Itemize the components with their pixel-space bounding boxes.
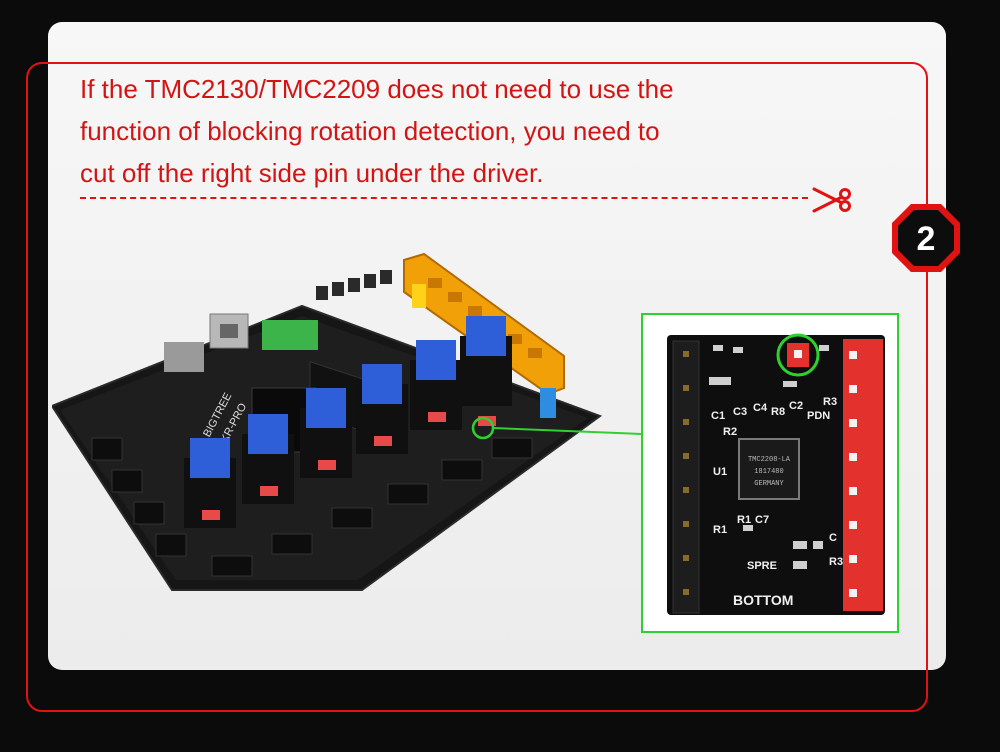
left-pin-header	[672, 340, 700, 614]
sd-slot	[164, 342, 204, 372]
red-frame	[26, 62, 928, 712]
step-number: 2	[917, 220, 936, 258]
instruction-text: If the TMC2130/TMC2209 does not need to …	[80, 68, 800, 194]
instruction-line-2: function of blocking rotation detection,…	[80, 116, 660, 146]
controller-board: BIGTREE SKR-PRO	[52, 252, 603, 591]
label-c4: C4	[753, 402, 768, 414]
label-c: C	[829, 532, 837, 544]
label-u1: U1	[713, 466, 727, 478]
label-r1-left: R1	[713, 524, 727, 536]
cut-dashed-line	[80, 197, 808, 199]
label-r2: R2	[723, 426, 737, 438]
instruction-line-3: cut off the right side pin under the dri…	[80, 158, 544, 188]
chip-marking-3: GERMANY	[754, 480, 784, 488]
right-pin-header	[843, 339, 883, 611]
label-c2: C2	[789, 400, 803, 412]
label-r1: R1	[737, 514, 751, 526]
label-c1: C1	[711, 410, 725, 422]
instruction-line-1: If the TMC2130/TMC2209 does not need to …	[80, 74, 674, 104]
driver-closeup: TMC2208-LA 1817480 GERMANY C1 R2 C3 C4 R…	[641, 313, 899, 633]
chip-marking-1: TMC2208-LA	[748, 456, 791, 464]
label-r3-bottom: R3	[829, 556, 843, 568]
bottom-label: BOTTOM	[733, 592, 793, 608]
label-c7: C7	[755, 514, 769, 526]
fuse-yellow	[412, 284, 426, 308]
scissors-icon	[812, 187, 851, 213]
stepper-drivers	[184, 316, 512, 528]
label-c3: C3	[733, 406, 747, 418]
cut-pin-highlight	[776, 333, 820, 377]
label-r3-top: R3	[823, 396, 837, 408]
step-badge: 2	[892, 204, 960, 272]
label-r8: R8	[771, 406, 785, 418]
label-pdn: PDN	[807, 410, 830, 422]
driver-chip	[738, 438, 800, 500]
green-terminal	[262, 320, 318, 350]
label-spre: SPRE	[747, 560, 777, 572]
chip-marking-2: 1817480	[754, 468, 783, 476]
fuse-blue	[540, 388, 556, 418]
driver-closeup-image: TMC2208-LA 1817480 GERMANY C1 R2 C3 C4 R…	[643, 315, 897, 631]
